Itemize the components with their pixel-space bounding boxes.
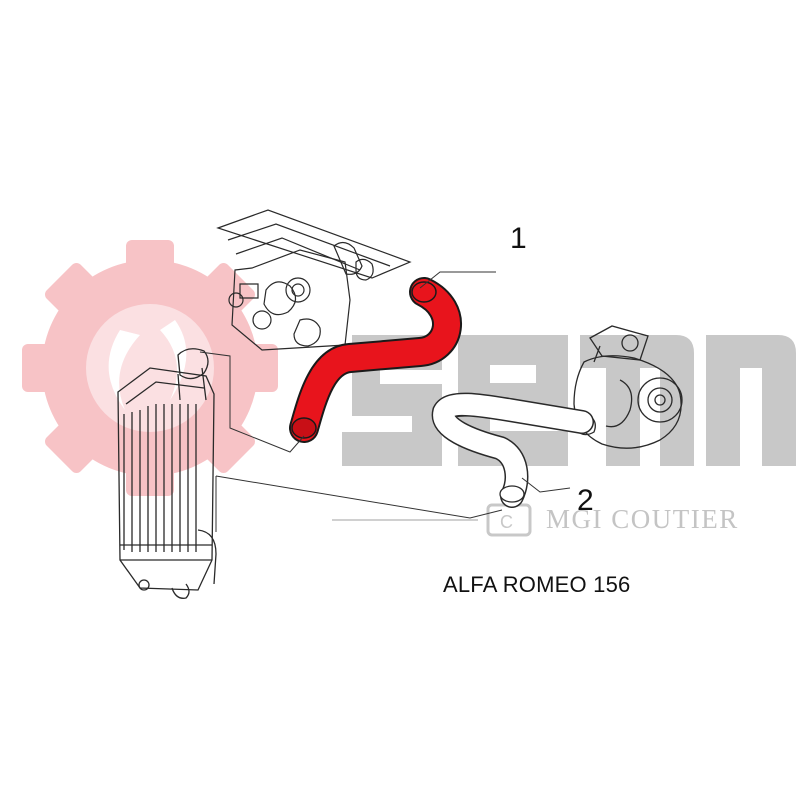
callout-label-1: 1 (510, 222, 527, 255)
svg-text:C: C (500, 512, 513, 532)
mgi-logo-watermark: C (332, 503, 532, 537)
mgi-coutier-watermark-text: MGI COUTIER (546, 504, 739, 534)
hose-part-2 (431, 392, 594, 508)
turbocharger-drawing (573, 325, 683, 449)
hose-part-1 (289, 277, 462, 443)
callout-label-2: 2 (577, 484, 594, 517)
engine-block-drawing (216, 209, 412, 351)
leader-lines (199, 271, 571, 532)
intercooler-drawing (117, 348, 217, 599)
vehicle-model-caption: ALFA ROMEO 156 (443, 572, 631, 597)
